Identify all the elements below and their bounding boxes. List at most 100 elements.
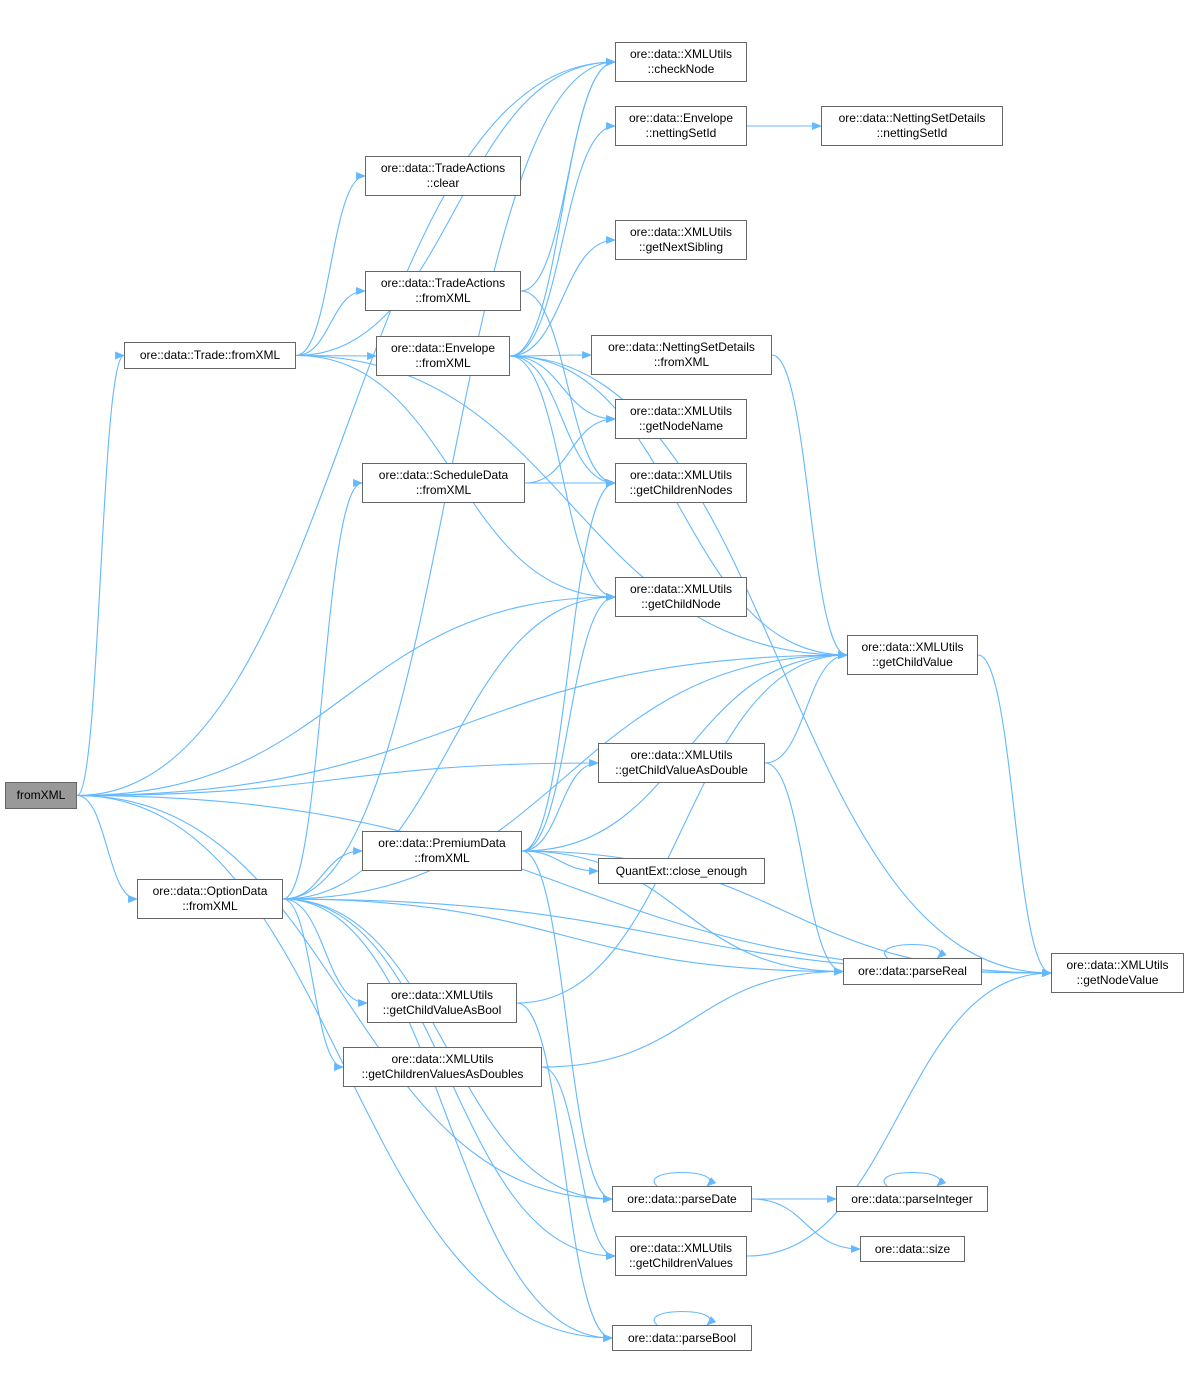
node-label: ore::data::Envelope: [390, 341, 496, 355]
node-label: ::fromXML: [415, 291, 471, 305]
node-label: ::getChildNode: [641, 597, 721, 611]
edge-parsebool-to-parsebool: [653, 1310, 717, 1326]
edge-cvdouble-to-parsereal: [764, 762, 844, 976]
node-label: ::getChildrenNodes: [629, 483, 733, 497]
edge-option-to-cvbool: [282, 898, 368, 1007]
graph-node-parsebool[interactable]: ore::data::parseBool: [612, 1325, 752, 1351]
graph-node-cvsdoubles[interactable]: ore::data::XMLUtils::getChildrenValuesAs…: [343, 1047, 542, 1087]
edge-envfrom-to-envnsid: [509, 122, 616, 357]
node-label: ::getChildValueAsDouble: [615, 763, 748, 777]
node-label: ore::data::parseInteger: [851, 1191, 973, 1206]
edge-root-to-trade: [76, 351, 125, 797]
edge-envfrom-to-nextsib: [509, 236, 616, 357]
node-label: ::getChildrenValues: [629, 1256, 733, 1270]
edge-cvsdoubles-to-parsereal: [541, 967, 844, 1068]
edge-option-to-parsereal: [282, 898, 844, 976]
node-label: ore::data::ScheduleData: [378, 468, 509, 482]
edge-envfrom-to-checknode: [509, 58, 616, 357]
graph-node-taclear[interactable]: ore::data::TradeActions::clear: [365, 156, 521, 196]
graph-node-sched[interactable]: ore::data::ScheduleData::fromXML: [362, 463, 525, 503]
graph-node-childnode[interactable]: ore::data::XMLUtils::getChildNode: [615, 577, 747, 617]
edge-cvbool-to-parsebool: [516, 1002, 613, 1342]
node-label: ore::data::parseBool: [627, 1330, 737, 1345]
graph-node-parsereal[interactable]: ore::data::parseReal: [843, 958, 982, 985]
edge-option-to-parsebool: [282, 898, 613, 1342]
graph-node-childrennodes[interactable]: ore::data::XMLUtils::getChildrenNodes: [615, 463, 747, 503]
node-label: ore::data::parseDate: [627, 1191, 737, 1206]
node-label: ::nettingSetId: [645, 126, 717, 140]
node-label: ::checkNode: [647, 62, 715, 76]
graph-node-envfrom[interactable]: ore::data::Envelope::fromXML: [376, 336, 510, 376]
node-label: ::getChildrenValuesAsDoubles: [361, 1067, 524, 1081]
graph-node-tafrom[interactable]: ore::data::TradeActions::fromXML: [365, 271, 521, 311]
edge-root-to-childnode: [76, 593, 616, 797]
edge-premium-to-parsereal: [521, 850, 844, 976]
edge-tafrom-to-childrennodes: [520, 290, 616, 487]
node-label: ore::data::XMLUtils: [629, 582, 733, 596]
edge-parsereal-to-parsereal: [884, 943, 947, 959]
graph-node-nodevalue[interactable]: ore::data::XMLUtils::getNodeValue: [1051, 953, 1184, 993]
graph-node-trade[interactable]: ore::data::Trade::fromXML: [124, 342, 296, 369]
node-label: ::getChildValue: [872, 655, 953, 669]
node-label: ore::data::XMLUtils: [629, 1241, 733, 1255]
node-label: ore::data::XMLUtils: [629, 468, 733, 482]
edge-cvsdoubles-to-childrenvalues: [541, 1066, 616, 1260]
node-label: ore::data::NettingSetDetails: [838, 111, 986, 125]
edge-option-to-cvsdoubles: [282, 898, 344, 1071]
edge-premium-to-childnode: [521, 593, 616, 852]
node-label: ore::data::XMLUtils: [629, 404, 733, 418]
node-label: ore::data::XMLUtils: [861, 640, 964, 654]
node-label: ::getChildValueAsBool: [382, 1003, 502, 1017]
edge-root-to-checknode: [76, 58, 616, 797]
node-label: ::fromXML: [414, 851, 470, 865]
graph-node-nextsib[interactable]: ore::data::XMLUtils::getNextSibling: [615, 220, 747, 260]
edge-premium-to-cvdouble: [521, 759, 599, 852]
node-label: ore::data::TradeActions: [380, 161, 506, 175]
node-label: ore::data::TradeActions: [380, 276, 506, 290]
edge-cvdouble-to-childvalue: [764, 651, 848, 764]
graph-node-size[interactable]: ore::data::size: [860, 1236, 965, 1262]
edge-premium-to-childrennodes: [521, 479, 616, 852]
graph-node-childvalue[interactable]: ore::data::XMLUtils::getChildValue: [847, 635, 978, 675]
node-label: ::nettingSetId: [876, 126, 948, 140]
node-label: ore::data::XMLUtils: [630, 748, 733, 762]
node-label: ore::data::XMLUtils: [629, 47, 733, 61]
graph-node-nodename[interactable]: ore::data::XMLUtils::getNodeName: [615, 399, 747, 439]
graph-node-closeenough[interactable]: QuantExt::close_enough: [598, 858, 765, 884]
node-label: ore::data::Trade::fromXML: [139, 348, 281, 362]
graph-node-childrenvalues[interactable]: ore::data::XMLUtils::getChildrenValues: [615, 1236, 747, 1276]
node-label: ore::data::OptionData: [152, 884, 268, 898]
edge-root-to-cvdouble: [76, 759, 599, 797]
node-label: ::fromXML: [415, 483, 472, 497]
edge-sched-to-nodename: [524, 415, 616, 484]
node-label: ::getNextSibling: [638, 240, 724, 254]
node-label: ore::data::XMLUtils: [390, 988, 494, 1002]
edge-childrenvalues-to-nodevalue: [746, 969, 1052, 1257]
edge-envfrom-to-childvalue: [509, 355, 848, 659]
graph-node-parsedate[interactable]: ore::data::parseDate: [612, 1186, 752, 1212]
graph-node-option[interactable]: ore::data::OptionData::fromXML: [137, 879, 283, 919]
node-label: ore::data::size: [874, 1241, 951, 1256]
node-label: ::getNodeName: [638, 419, 724, 433]
graph-node-cvdouble[interactable]: ore::data::XMLUtils::getChildValueAsDoub…: [598, 743, 765, 783]
node-label: ore::data::XMLUtils: [391, 1052, 494, 1066]
graph-node-premium[interactable]: ore::data::PremiumData::fromXML: [362, 831, 522, 871]
graph-node-root[interactable]: fromXML: [5, 782, 77, 809]
graph-node-nsdfrom[interactable]: ore::data::NettingSetDetails::fromXML: [591, 335, 772, 375]
graph-node-nsdnsid[interactable]: ore::data::NettingSetDetails::nettingSet…: [821, 106, 1003, 146]
edge-trade-to-checknode: [295, 58, 616, 357]
edge-root-to-option: [76, 794, 138, 903]
node-label: ore::data::PremiumData: [378, 836, 506, 850]
edge-envfrom-to-childrennodes: [509, 355, 616, 487]
node-label: ore::data::NettingSetDetails: [608, 340, 755, 354]
edge-envfrom-to-nsdfrom: [509, 351, 592, 359]
node-label: ore::data::XMLUtils: [1066, 958, 1169, 972]
edge-envfrom-to-nodename: [509, 355, 616, 423]
graph-node-cvbool[interactable]: ore::data::XMLUtils::getChildValueAsBool: [367, 983, 517, 1023]
edge-root-to-parsedate: [76, 794, 613, 1203]
graph-node-parseint[interactable]: ore::data::parseInteger: [836, 1186, 988, 1212]
edge-envfrom-to-childnode: [509, 355, 616, 601]
graph-node-checknode[interactable]: ore::data::XMLUtils::checkNode: [615, 42, 747, 82]
graph-node-envnsid[interactable]: ore::data::Envelope::nettingSetId: [615, 106, 747, 146]
